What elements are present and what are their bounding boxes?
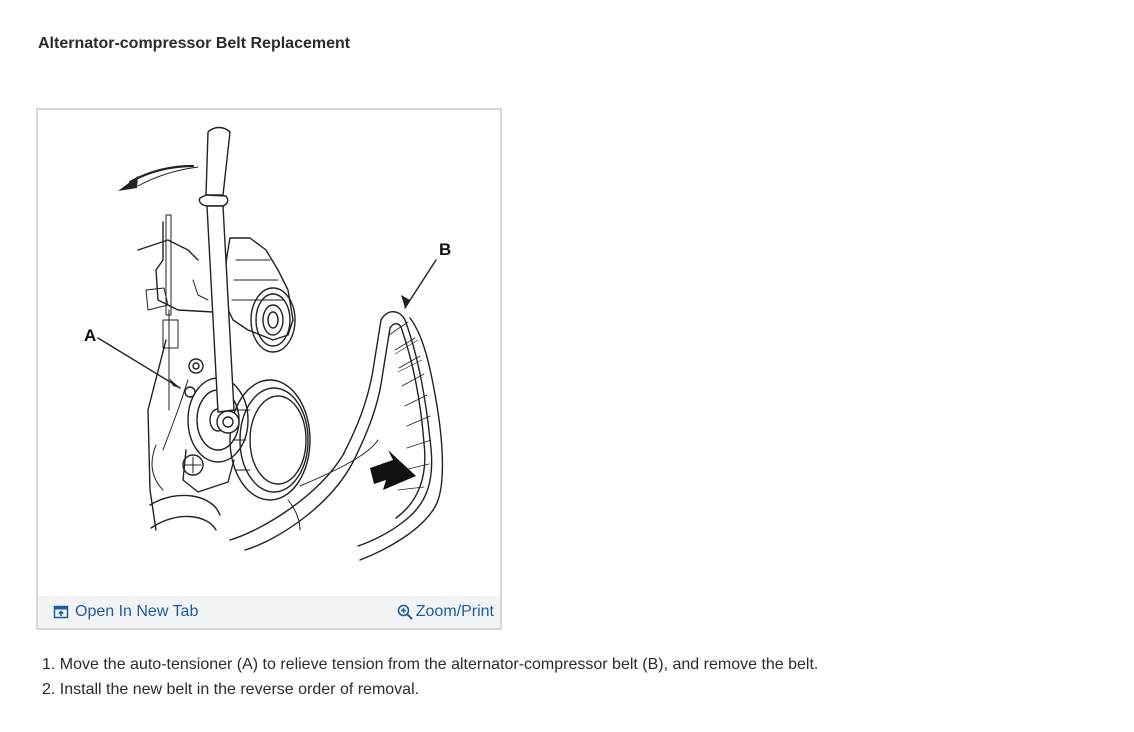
callout-a: A xyxy=(84,326,96,345)
open-in-new-tab-label: Open In New Tab xyxy=(75,603,199,620)
figure-toolbar: Open In New Tab Zoom/Print xyxy=(38,596,500,628)
instruction-step: 2. Install the new belt in the reverse o… xyxy=(42,681,420,698)
belt-diagram-illustration: A B xyxy=(84,126,451,561)
instruction-step: 1. Move the auto-tensioner (A) to reliev… xyxy=(42,656,819,673)
zoom-print-label: Zoom/Print xyxy=(415,603,494,620)
open-in-new-tab-link[interactable]: Open In New Tab xyxy=(53,602,198,622)
open-new-tab-icon xyxy=(53,605,69,619)
zoom-in-icon xyxy=(397,604,413,620)
page-title: Alternator-compressor Belt Replacement xyxy=(38,35,351,52)
zoom-print-link[interactable]: Zoom/Print xyxy=(397,602,494,622)
instruction-steps: 1. Move the auto-tensioner (A) to reliev… xyxy=(42,654,818,704)
callout-b: B xyxy=(439,240,451,259)
figure-container: A B Open In New Tab Zoom/Print xyxy=(36,108,502,630)
